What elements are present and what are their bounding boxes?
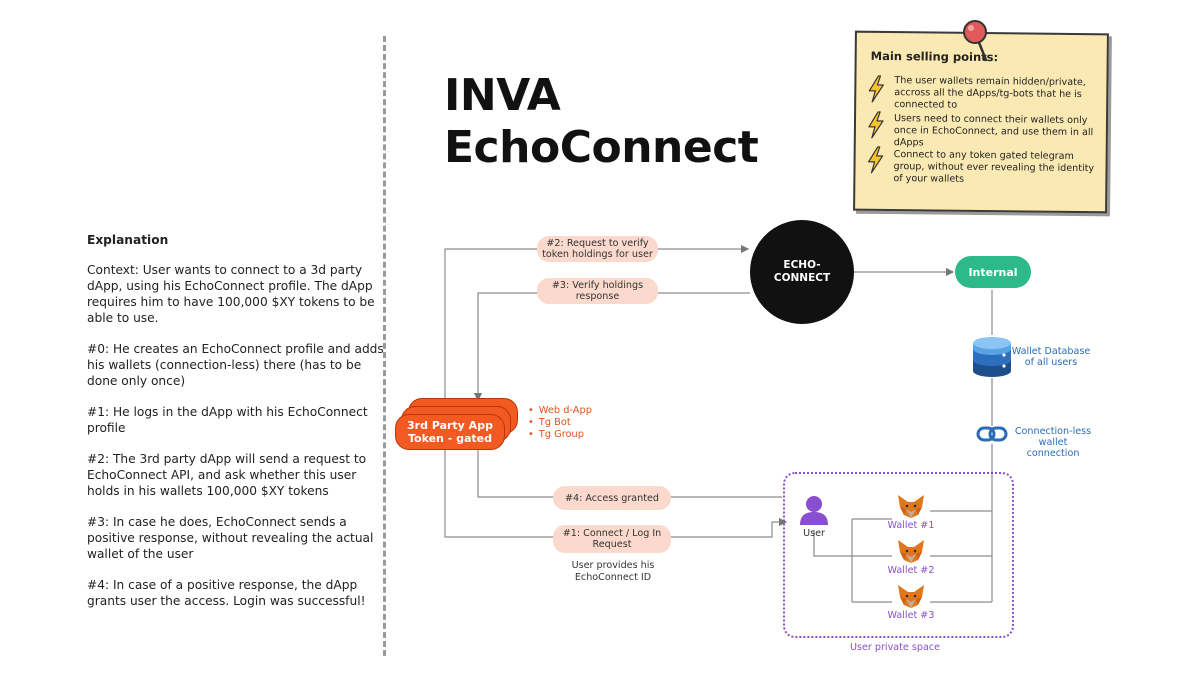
step4-pill: #4: Access granted: [553, 486, 671, 510]
app-type-item: Tg Bot: [528, 417, 592, 429]
fox-wallet-icon: [898, 495, 924, 518]
wallet-2-label: Wallet #2: [887, 565, 935, 576]
explanation-heading: Explanation: [87, 233, 169, 247]
selling-points-note: Main selling points: The user wallets re…: [853, 30, 1109, 214]
page-title: INVA EchoConnect: [444, 70, 759, 174]
third-party-app-label: 3rd Party App Token - gated: [407, 419, 493, 445]
user-private-space-box: [783, 472, 1014, 638]
step4-text: #4: In case of a positive response, the …: [87, 578, 366, 608]
app-type-item: Tg Group: [528, 429, 592, 441]
context-text: Context: User wants to connect to a 3d p…: [87, 263, 375, 325]
lightning-icon: [868, 111, 884, 139]
wallet-database-label: Wallet Database of all users: [1011, 346, 1091, 368]
explanation-panel: Explanation Context: User wants to conne…: [87, 232, 387, 624]
internal-node: Internal: [955, 256, 1031, 288]
fox-wallet-icon: [898, 540, 924, 563]
wallet-1-label: Wallet #1: [887, 520, 935, 531]
step3-text: #3: In case he does, EchoConnect sends a…: [87, 515, 374, 561]
app-types-list: Web d-App Tg Bot Tg Group: [528, 405, 592, 441]
step3-pill: #3: Verify holdings response: [537, 278, 658, 304]
user-label: User: [803, 528, 825, 539]
dashed-divider: [383, 36, 386, 656]
wallet-3-label: Wallet #3: [887, 610, 935, 621]
step1-pill: #1: Connect / Log In Request: [553, 525, 671, 553]
user-private-space-label: User private space: [849, 642, 941, 653]
title-line-1: INVA: [444, 70, 561, 121]
lightning-icon: [868, 75, 884, 103]
lightning-icon: [867, 146, 884, 174]
step1-note: User provides his EchoConnect ID: [571, 560, 655, 583]
database-icon: [973, 337, 1011, 377]
step2-pill: #2: Request to verify token holdings for…: [537, 236, 658, 262]
pushpin-icon: [963, 20, 988, 62]
connection-less-label: Connection-less wallet connection: [1014, 426, 1092, 459]
fox-wallet-icon: [898, 585, 924, 608]
title-line-2: EchoConnect: [444, 122, 759, 173]
echo-connect-label: ECHO- CONNECT: [773, 259, 831, 284]
step0-text: #0: He creates an EchoConnect profile an…: [87, 342, 384, 388]
step2-text: #2: The 3rd party dApp will send a reque…: [87, 452, 367, 498]
third-party-app-card: 3rd Party App Token - gated: [395, 414, 505, 450]
app-type-item: Web d-App: [528, 405, 592, 417]
link-icon: [976, 426, 1008, 442]
echo-connect-node: ECHO- CONNECT: [750, 220, 854, 324]
step1-text: #1: He logs in the dApp with his EchoCon…: [87, 405, 368, 435]
user-icon: [800, 496, 828, 525]
